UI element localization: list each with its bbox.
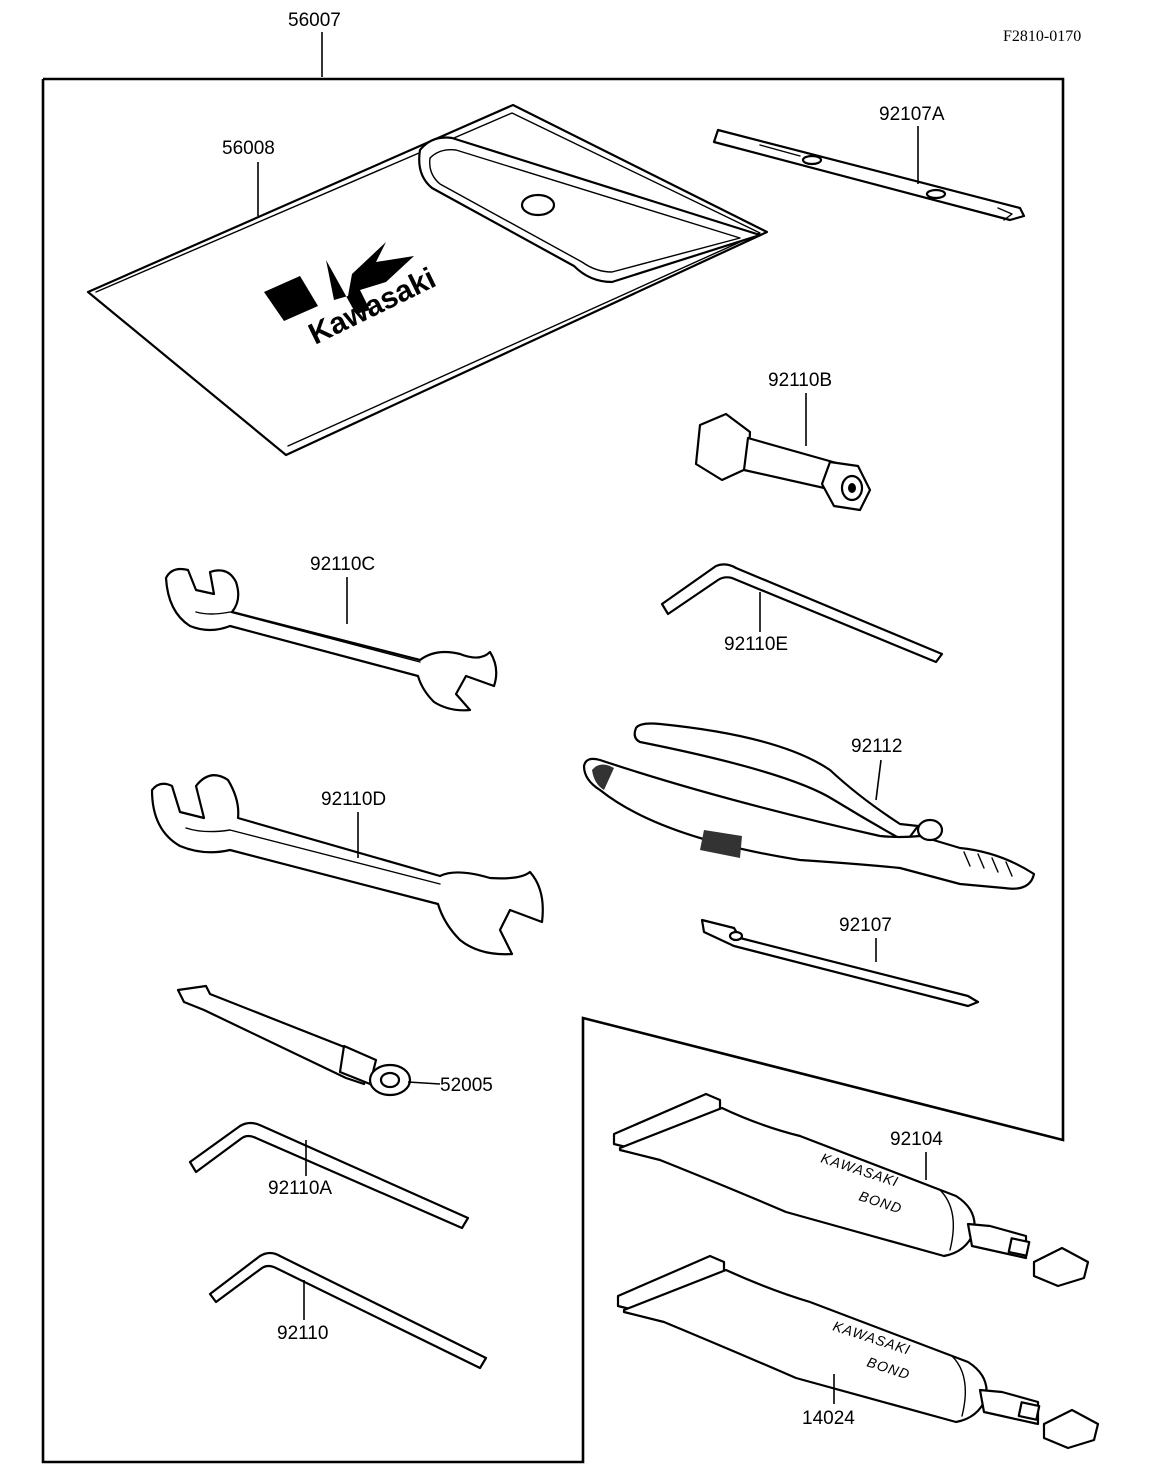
label-92110: 92110 bbox=[277, 1323, 328, 1344]
label-92107: 92107 bbox=[839, 915, 892, 936]
bond-tube-lower: KAWASAKI BOND bbox=[616, 1254, 1100, 1450]
hex-key-a bbox=[188, 1121, 470, 1230]
label-52005: 52005 bbox=[440, 1075, 493, 1096]
screwdriver-grip bbox=[712, 128, 1026, 222]
label-92110B: 92110B bbox=[768, 370, 832, 391]
pouch-label: 56008 bbox=[222, 138, 275, 159]
hex-key-e bbox=[660, 563, 944, 664]
bond-tube-upper: KAWASAKI BOND bbox=[612, 1092, 1090, 1288]
pliers bbox=[582, 722, 1036, 890]
tool-pouch: Kawasaki bbox=[86, 103, 769, 457]
label-14024: 14024 bbox=[802, 1408, 855, 1429]
label-92112: 92112 bbox=[851, 736, 902, 757]
drawing-code: F2810-0170 bbox=[1003, 28, 1081, 45]
label-92110E: 92110E bbox=[724, 634, 788, 655]
label-92110A: 92110A bbox=[268, 1178, 332, 1199]
wrench-large bbox=[150, 774, 544, 956]
screwdriver-bit bbox=[700, 918, 980, 1008]
hex-key bbox=[208, 1251, 488, 1370]
wrench-small bbox=[164, 567, 498, 712]
label-92110C: 92110C bbox=[310, 554, 375, 575]
plug-adapter bbox=[694, 412, 872, 512]
socket-wrench bbox=[176, 984, 412, 1097]
label-92107A: 92107A bbox=[879, 104, 945, 125]
leader-52005 bbox=[407, 1081, 441, 1085]
label-92110D: 92110D bbox=[321, 789, 386, 810]
label-92104: 92104 bbox=[890, 1129, 943, 1150]
kit-border bbox=[41, 77, 1065, 1464]
kit-label: 56007 bbox=[288, 10, 341, 31]
leader-92112 bbox=[875, 759, 882, 801]
